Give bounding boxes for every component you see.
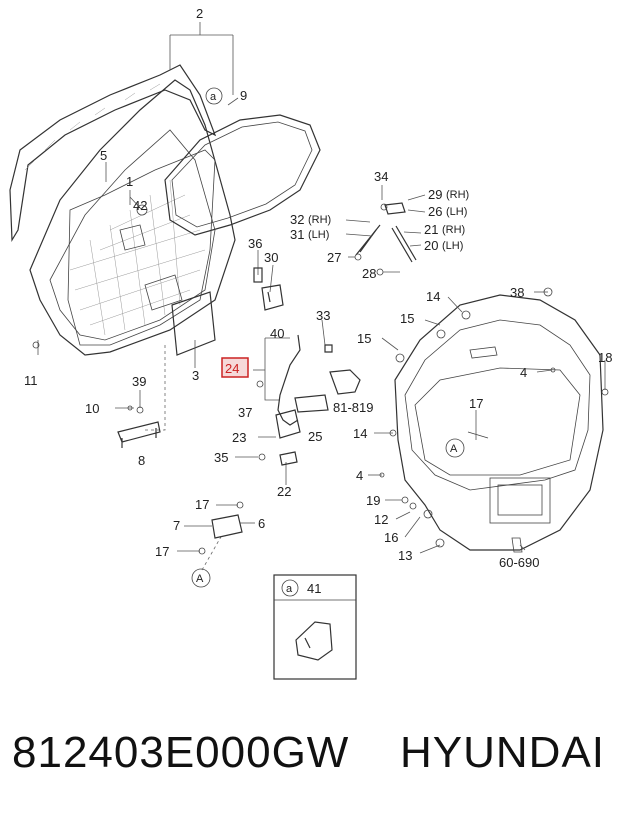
callout-29-side: (RH) <box>446 189 469 201</box>
callout-4-left: 4 <box>356 468 363 483</box>
inset-label-41: 41 <box>307 581 321 596</box>
callout-15-left: 15 <box>357 331 371 346</box>
inset-box <box>273 574 357 680</box>
callout-31-side: (LH) <box>308 229 329 241</box>
footer: 812403E000GW HYUNDAI <box>0 728 623 798</box>
highlight-box <box>221 357 249 378</box>
callout-1: 1 <box>126 174 133 189</box>
callout-37: 37 <box>238 405 252 420</box>
hinge-parts <box>198 501 244 555</box>
callout-17-left-bottom: 17 <box>155 544 169 559</box>
callout-6: 6 <box>258 516 265 531</box>
callout-20: 20 <box>424 238 438 253</box>
callout-30: 30 <box>264 250 278 265</box>
callout-24: 24 <box>225 361 239 376</box>
callout-23: 23 <box>232 430 246 445</box>
part-number: 812403E000GW <box>12 728 350 777</box>
callout-3: 3 <box>192 368 199 383</box>
callout-8: 8 <box>138 453 145 468</box>
circle-A-left <box>191 568 211 588</box>
latch-cluster <box>256 334 361 466</box>
callout-28: 28 <box>362 266 376 281</box>
callout-16: 16 <box>384 530 398 545</box>
callout-14-top: 14 <box>426 289 440 304</box>
callout-35: 35 <box>214 450 228 465</box>
callout-15-top: 15 <box>400 311 414 326</box>
callout-60-690: 60-690 <box>499 555 539 570</box>
callout-a: a <box>210 91 217 103</box>
callout-25: 25 <box>308 429 322 444</box>
callout-29: 29 <box>428 187 442 202</box>
inset-label-a: a <box>286 583 293 595</box>
gas-struts <box>354 202 417 276</box>
callout-38: 38 <box>510 285 524 300</box>
seal <box>67 149 216 346</box>
callout-A-door: A <box>450 443 458 455</box>
callout-40: 40 <box>270 326 284 341</box>
parts-diagram: 2 a 9 5 1 42 36 30 11 3 39 10 8 40 24 37… <box>9 6 612 680</box>
panel-piece <box>171 291 216 356</box>
leader-lines <box>37 22 326 571</box>
callout-10: 10 <box>85 401 99 416</box>
callout-22: 22 <box>277 484 291 499</box>
tailgate-door <box>394 294 604 551</box>
striker-assembly <box>253 267 284 311</box>
callout-27: 27 <box>327 250 341 265</box>
callout-labels: 2 a 9 5 1 42 36 30 11 3 39 10 8 40 24 37… <box>24 6 612 596</box>
callout-26: 26 <box>428 204 442 219</box>
callout-A-left: A <box>196 573 204 585</box>
callout-42: 42 <box>133 198 147 213</box>
callout-81-819: 81-819 <box>333 400 373 415</box>
leader-lines-right <box>345 185 606 554</box>
fasteners-left <box>32 204 148 414</box>
callout-14-left: 14 <box>353 426 367 441</box>
fasteners-door <box>379 287 609 553</box>
callout-20-side: (LH) <box>442 240 463 252</box>
circle-a-top <box>205 87 223 105</box>
callout-4-right: 4 <box>520 365 527 380</box>
callout-34: 34 <box>374 169 388 184</box>
handle <box>117 421 161 448</box>
tailgate-trim-panel <box>29 79 236 356</box>
callout-31: 31 <box>290 227 304 242</box>
callout-2: 2 <box>196 6 203 21</box>
callout-32-side: (RH) <box>308 214 331 226</box>
callout-17-left-top: 17 <box>195 497 209 512</box>
callout-17-door: 17 <box>469 396 483 411</box>
brand-name: HYUNDAI <box>400 728 606 777</box>
callout-7: 7 <box>173 518 180 533</box>
callout-32: 32 <box>290 212 304 227</box>
callout-21-side: (RH) <box>442 224 465 236</box>
callout-5: 5 <box>100 148 107 163</box>
callout-12: 12 <box>374 512 388 527</box>
callout-11: 11 <box>24 373 38 388</box>
weatherstrip <box>164 114 321 236</box>
callout-18: 18 <box>598 350 612 365</box>
callout-33: 33 <box>316 308 330 323</box>
callout-21: 21 <box>424 222 438 237</box>
callout-36: 36 <box>248 236 262 251</box>
callout-26-side: (LH) <box>446 206 467 218</box>
callout-13: 13 <box>398 548 412 563</box>
callout-19: 19 <box>366 493 380 508</box>
callout-9: 9 <box>240 88 247 103</box>
callout-39: 39 <box>132 374 146 389</box>
upper-trim-strip <box>9 64 217 243</box>
